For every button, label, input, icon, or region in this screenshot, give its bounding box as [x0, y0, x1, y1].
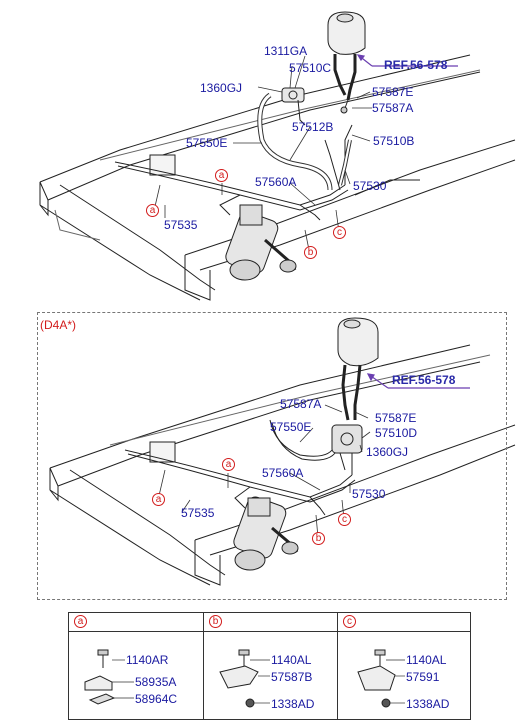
legend-head-a: a [69, 613, 203, 632]
label-57535: 57535 [164, 218, 198, 232]
legend-c-part-1: 1140AL [406, 653, 447, 667]
legend-icon-a [84, 649, 116, 705]
label-57560A-lower: 57560A [262, 466, 304, 480]
label-57587E: 57587E [372, 85, 414, 99]
legend-c-part-3: 1338AD [406, 697, 450, 711]
label-57530-lower: 57530 [352, 487, 386, 501]
legend-col-b: b 1140AL 57587B 1338AD [204, 613, 338, 719]
label-57587A: 57587A [372, 101, 414, 115]
legend-a-part-3: 58964C [135, 692, 178, 706]
callout-a-lower-2: a [152, 493, 165, 506]
label-1311GA: 1311GA [264, 44, 308, 58]
label-1360GJ-lower: 1360GJ [366, 445, 409, 459]
upper-leaders [152, 55, 372, 251]
lower-reservoir [337, 317, 379, 421]
variant-label: (D4A*) [40, 318, 77, 332]
legend-col-a: a 1140AR 58935A 58964C [69, 613, 204, 719]
legend-icon-c [357, 649, 396, 708]
label-57510D-lower: 57510D [375, 426, 418, 440]
label-57535-lower: 57535 [181, 506, 215, 520]
legend-b-part-1: 1140AL [271, 653, 312, 667]
callout-a-upper-2: a [146, 204, 159, 217]
legend-head-b: b [204, 613, 337, 632]
callout-c-upper: c [333, 226, 346, 239]
callout-b-lower: b [312, 532, 325, 545]
ref-link-upper[interactable]: REF.56-578 [384, 58, 448, 72]
label-57510C: 57510C [289, 61, 332, 75]
lower-ref-arrow [366, 373, 470, 389]
legend-col-c: c 1140AL 57591 1338AD [338, 613, 470, 719]
legend-a-part-2: 58935A [135, 675, 177, 689]
legend-head-c: c [338, 613, 470, 632]
upper-pipes [114, 92, 353, 221]
legend-c-part-2: 57591 [406, 670, 440, 684]
upper-steering-gear [225, 204, 297, 281]
ref-link-lower[interactable]: REF.56-578 [392, 373, 456, 387]
legend-table: a 1140AR 58935A 58964C b 1140AL 57587B 1… [68, 612, 471, 720]
upper-reservoir [327, 11, 366, 114]
legend-callout-b: b [209, 615, 222, 628]
legend-a-part-1: 1140AR [126, 653, 169, 667]
legend-b-part-3: 1338AD [271, 697, 315, 711]
d4a-variant-box [37, 312, 507, 600]
upper-ref-arrow [356, 54, 458, 67]
legend-leaders [112, 659, 405, 704]
label-57512B: 57512B [292, 120, 334, 134]
label-57530: 57530 [353, 179, 387, 193]
legend-b-part-2: 57587B [271, 670, 313, 684]
label-57587A-lower: 57587A [280, 397, 322, 411]
callout-b-upper: b [304, 246, 317, 259]
legend-callout-a: a [74, 615, 87, 628]
label-57587E-lower: 57587E [375, 411, 417, 425]
legend-icon-b [219, 649, 259, 708]
label-57550E-lower: 57550E [270, 420, 312, 434]
callout-c-lower: c [338, 513, 351, 526]
legend-callout-c: c [343, 615, 356, 628]
label-57550E: 57550E [186, 136, 228, 150]
label-1360GJ: 1360GJ [200, 81, 243, 95]
label-57510B: 57510B [373, 134, 415, 148]
upper-pump [281, 87, 306, 126]
callout-a-lower-1: a [222, 458, 235, 471]
lower-pump [331, 424, 363, 471]
lower-steering-gear [233, 496, 299, 571]
callout-a-upper-1: a [215, 169, 228, 182]
label-57560A: 57560A [255, 175, 297, 189]
